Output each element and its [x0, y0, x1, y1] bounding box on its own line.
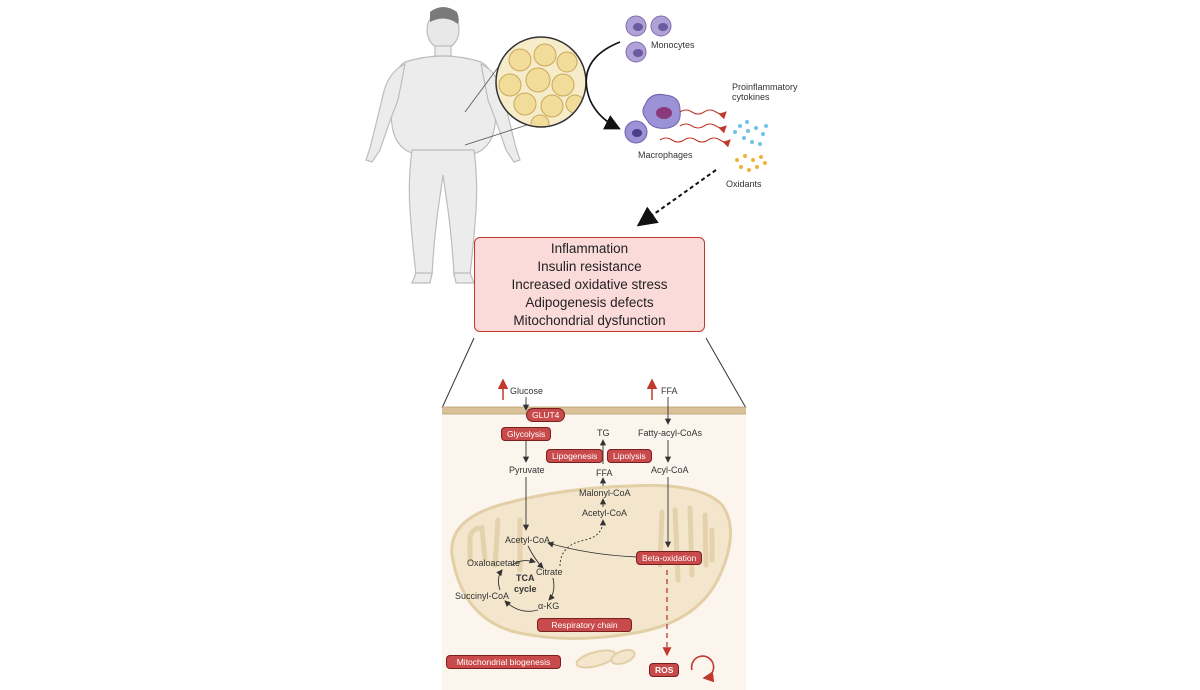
person-silhouette	[365, 7, 521, 284]
oxidants-label: Oxidants	[726, 179, 762, 189]
monocytes-label: Monocytes	[651, 40, 695, 50]
glut4-transporter: GLUT4	[527, 409, 565, 421]
respiratory-chain-pill: Respiratory chain	[538, 619, 631, 631]
effect-item: Adipogenesis defects	[525, 294, 654, 310]
macrophages-label: Macrophages	[638, 150, 693, 160]
effect-item: Increased oxidative stress	[511, 276, 668, 292]
ros-pill: ROS	[650, 664, 679, 676]
glucose-label: Glucose	[510, 386, 544, 396]
lipolysis-pill: Lipolysis	[608, 450, 651, 462]
pyruvate-label: Pyruvate	[509, 465, 545, 475]
effect-item: Insulin resistance	[537, 258, 642, 274]
beta-oxidation-pill: Beta-oxidation	[637, 552, 702, 564]
ffa-top-label: FFA	[661, 386, 678, 396]
adipose-tissue-zoom	[495, 36, 587, 128]
succinyl-coa-label: Succinyl-CoA	[455, 591, 510, 601]
acyl-coa-label: Acyl-CoA	[651, 465, 689, 475]
effect-item: Mitochondrial dysfunction	[513, 312, 666, 328]
monocytes-cells	[625, 15, 672, 63]
cell-membrane	[442, 407, 746, 414]
tg-label: TG	[597, 428, 610, 438]
proinflammatory-label: Proinflammatory	[732, 82, 798, 92]
fatty-acyl-label: Fatty-acyl-CoAs	[638, 428, 703, 438]
ffa-mid-label: FFA	[596, 468, 613, 478]
macrophages-cells	[624, 94, 681, 144]
akg-label: α-KG	[538, 601, 560, 611]
malonyl-coa-label: Malonyl-CoA	[579, 488, 631, 498]
oxaloacetate-label: Oxaloacetate	[467, 558, 521, 568]
tca-label: TCA	[516, 573, 535, 583]
lipogenesis-pill: Lipogenesis	[547, 450, 603, 462]
effects-box: Inflammation Insulin resistance Increase…	[474, 237, 705, 332]
mitochondrion	[450, 483, 732, 640]
glycolysis-pill: Glycolysis	[502, 428, 551, 440]
oxidant-dots	[735, 154, 767, 172]
acetyl-coa-top-label: Acetyl-CoA	[582, 508, 628, 518]
effect-item: Inflammation	[550, 240, 629, 256]
cytokines-label: cytokines	[732, 92, 770, 102]
tca-cycle-label: cycle	[514, 584, 537, 594]
mitochondrial-biogenesis-pill: Mitochondrial biogenesis	[447, 656, 560, 668]
cytokine-dots	[733, 120, 768, 146]
ros-cycle-icon	[690, 655, 715, 683]
citrate-label: Citrate	[536, 567, 563, 577]
acetyl-coa-mito-label: Acetyl-CoA	[505, 535, 551, 545]
